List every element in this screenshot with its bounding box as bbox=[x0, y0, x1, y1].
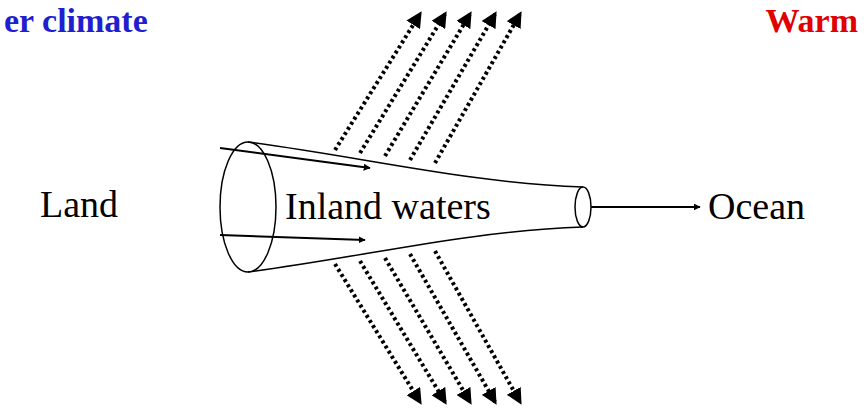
land-node: Land bbox=[30, 140, 220, 270]
climate-label: Warm bbox=[765, 2, 858, 39]
node-label: Land bbox=[40, 184, 118, 226]
climate-label: er climate bbox=[4, 2, 148, 39]
node-label: Inland waters bbox=[285, 186, 491, 228]
funnel-node: Inland waters bbox=[218, 138, 594, 276]
ocean-node: Ocean bbox=[700, 140, 850, 274]
flow-arrow bbox=[220, 235, 365, 240]
flow-arrow bbox=[591, 206, 700, 208]
node-label: Ocean bbox=[708, 186, 805, 228]
